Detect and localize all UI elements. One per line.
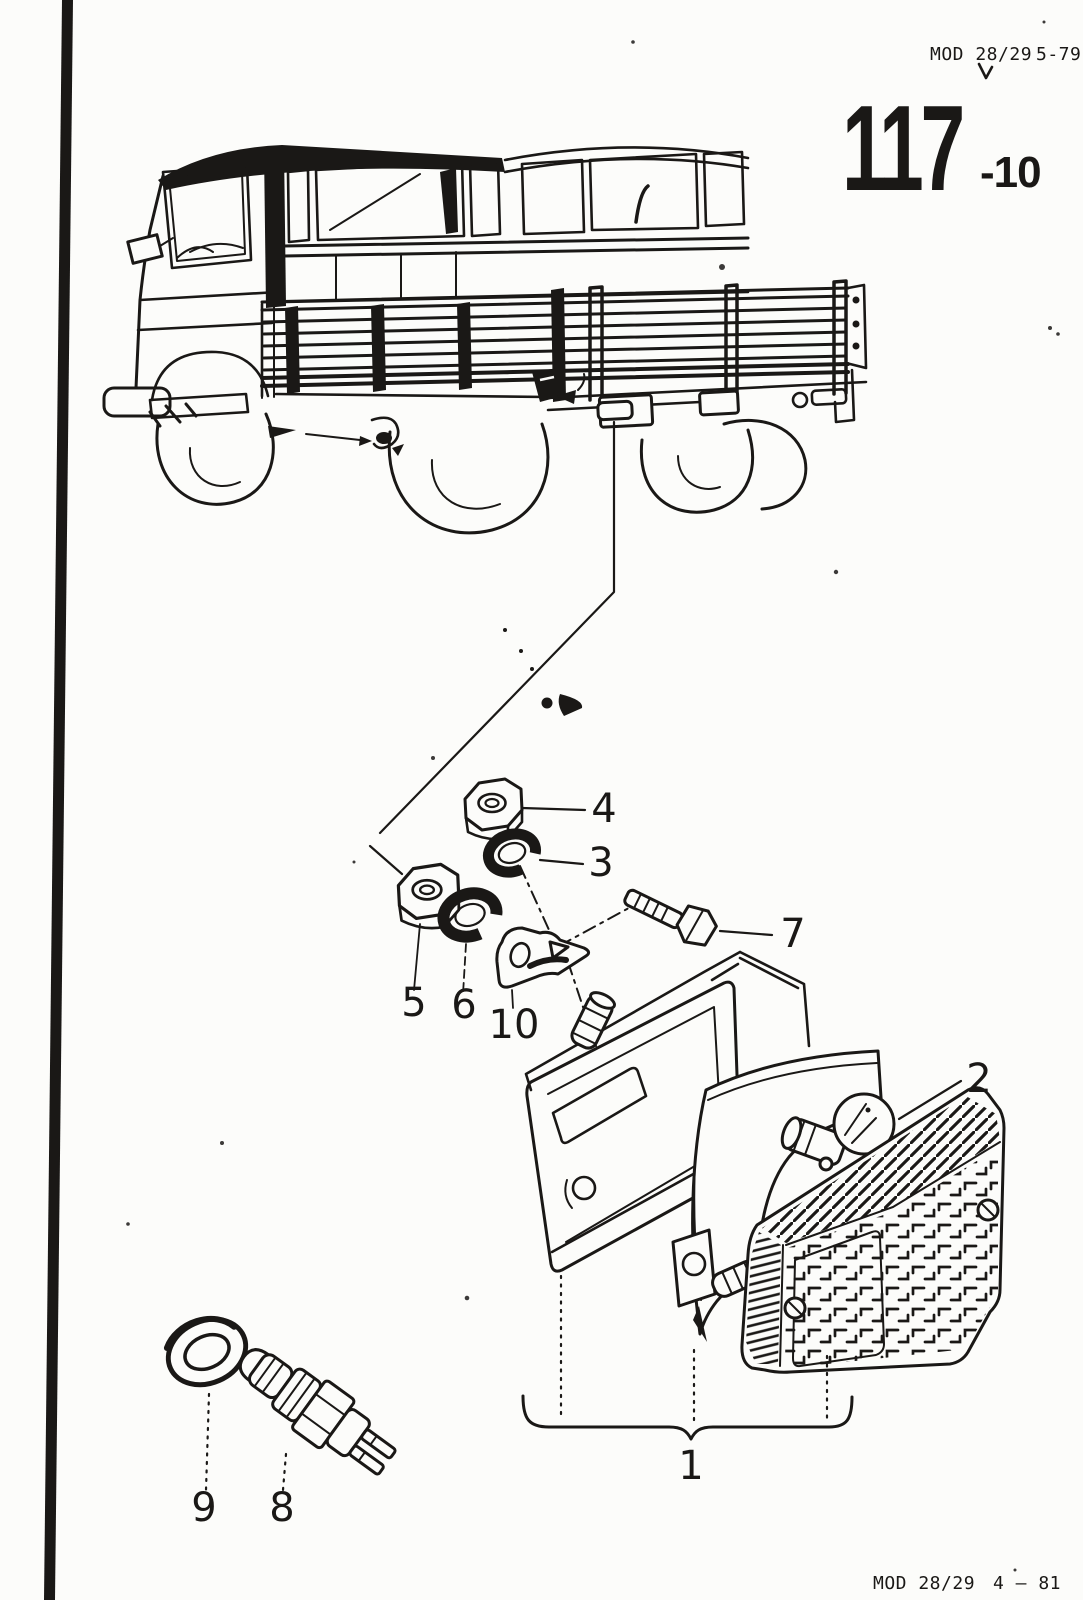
- truck-windshield: [161, 164, 253, 270]
- callout-9-label: 9: [191, 1485, 216, 1531]
- header-issue: 5-79: [1036, 44, 1081, 65]
- part-spring-washer-6: [437, 887, 503, 943]
- truck-bumper: [102, 386, 172, 418]
- truck-mirror: [126, 233, 164, 265]
- reflector-tab: [671, 1228, 717, 1308]
- location-arrow-icon: [556, 390, 576, 404]
- header-caret-mark: [977, 62, 994, 80]
- brace-drop-lines: [559, 1274, 829, 1422]
- callout-4-label: 4: [591, 786, 616, 832]
- reflector-spike: [693, 1306, 707, 1342]
- callout-2-leader: [897, 1079, 963, 1121]
- housing-screw-hole: [571, 1175, 597, 1201]
- part-grommet-9: [163, 1315, 249, 1388]
- assembly-axis: [519, 865, 639, 1047]
- part-bulb: [780, 1092, 896, 1172]
- leader-line-truck-to-parts: [368, 420, 616, 876]
- truck-sill-rail: [282, 236, 750, 258]
- callout-10-label: 10: [489, 1002, 540, 1048]
- truck-cab-front-edge: [134, 174, 165, 390]
- truck-roof: [158, 145, 505, 190]
- callout-7-label: 7: [780, 911, 805, 957]
- location-arrow-icon: [268, 426, 296, 438]
- callout-4-leader: [520, 806, 587, 812]
- callout-8-label: 8: [269, 1485, 294, 1531]
- svg-text:117: 117: [842, 79, 962, 216]
- ink-smudge-arrow: [558, 694, 583, 716]
- part-lens-2: [740, 1086, 1006, 1374]
- footer-code: MOD 28/29: [873, 1573, 975, 1594]
- underframe-lamp-location: [596, 399, 634, 422]
- bulb-glass: [832, 1092, 896, 1156]
- footer-issue: 4 – 81: [993, 1573, 1061, 1594]
- callout-2-label: 2: [966, 1056, 991, 1102]
- part-bulb-socket-8: [238, 1348, 397, 1476]
- header-code: MOD 28/29: [930, 44, 1032, 65]
- scan-specks: [126, 20, 1060, 1572]
- housing-slot: [551, 1066, 648, 1145]
- location-arrow-line: [305, 433, 361, 441]
- callout-8-leader: [281, 1452, 288, 1492]
- callout-6-leader: [462, 943, 467, 995]
- socket-blade: [348, 1444, 385, 1476]
- callout-5-leader: [413, 923, 421, 991]
- callout-6-label: 6: [451, 982, 476, 1028]
- callout-1-label: 1: [678, 1443, 703, 1489]
- page-number: 117: [842, 79, 965, 216]
- ink-smudge: [541, 697, 553, 709]
- lens-front-waffle: [785, 1148, 998, 1368]
- lens-inner-frame: [792, 1230, 885, 1368]
- assembly-brace-1: [521, 1394, 854, 1441]
- truck-wiper: [176, 242, 244, 259]
- part-bracket-10: [495, 926, 591, 989]
- page-number-suffix: -10: [980, 148, 1041, 197]
- frame-bracket-sketch: [370, 416, 400, 450]
- socket-blade: [360, 1428, 397, 1460]
- part-hex-bolt-7: [623, 888, 718, 947]
- part-mounting-stud: [570, 991, 616, 1050]
- callout-3-label: 3: [588, 840, 613, 886]
- side-lamp-location: [532, 368, 562, 402]
- callout-3-leader: [538, 858, 585, 866]
- truck-b-pillar: [264, 148, 286, 308]
- truck-illustration: [102, 145, 868, 535]
- bulb-pin: [818, 1156, 834, 1172]
- part-spring-washer-3: [482, 828, 542, 878]
- truck-wheels: [148, 350, 808, 535]
- callout-5-label: 5: [401, 980, 426, 1026]
- housing-back-wall: [524, 950, 811, 1092]
- reflector-tab-hole: [681, 1251, 707, 1277]
- binding-bar: [44, 0, 73, 1600]
- callout-7-leader: [718, 929, 774, 937]
- callout-9-leader: [204, 1392, 211, 1492]
- callout-10-leader: [511, 989, 514, 1009]
- truck-tailboard: [846, 283, 868, 370]
- lens-side-hatch: [746, 1232, 781, 1364]
- lens-top-hatch: [762, 1096, 1000, 1243]
- truck-beltline: [136, 290, 280, 332]
- bulb-filament: [844, 1103, 877, 1144]
